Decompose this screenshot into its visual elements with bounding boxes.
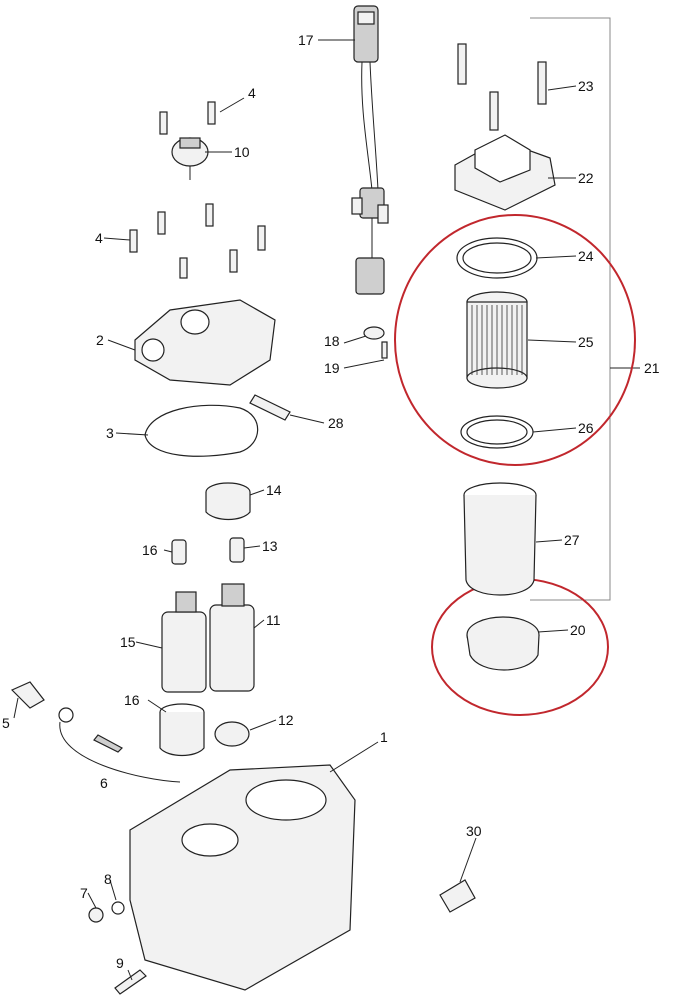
callout-19: 18 <box>324 333 340 349</box>
part-6-washer <box>58 707 74 723</box>
part-9-pin <box>114 969 147 995</box>
callout-5: 5 <box>2 715 10 731</box>
part-24-pins <box>457 43 547 131</box>
callout-24: 23 <box>578 78 594 94</box>
callout-13: 13 <box>262 538 278 554</box>
callout-8: 8 <box>104 871 112 887</box>
part-19-clip <box>363 326 385 340</box>
part-20-screw <box>381 341 388 359</box>
screws-4 <box>129 101 266 279</box>
part-23-housing-top <box>454 134 556 211</box>
part-12-seal <box>214 721 250 747</box>
part-18-harness <box>351 5 389 295</box>
callout-17: 16 <box>142 542 158 558</box>
callout-2: 2 <box>96 332 104 348</box>
part-28-filter-bowl <box>463 482 537 596</box>
callout-10: 10 <box>234 144 250 160</box>
part-21-cap <box>466 616 540 671</box>
callout-26: 25 <box>578 334 594 350</box>
part-30-fitting <box>439 879 476 913</box>
callout-30: 30 <box>466 823 482 839</box>
callout-12: 12 <box>278 712 294 728</box>
part-13-sleeve <box>229 537 245 563</box>
callout-4-left: 4 <box>95 230 103 246</box>
callout-9: 9 <box>116 955 124 971</box>
part-29-sensor <box>249 394 291 421</box>
callout-22: 21 <box>644 360 660 376</box>
part-14-bushing <box>205 482 251 521</box>
part-15-pump <box>161 591 207 693</box>
spring <box>93 734 123 753</box>
callout-25: 24 <box>578 248 594 264</box>
part-10-regulator <box>171 137 209 180</box>
callout-15: 15 <box>120 634 136 650</box>
part-7-plug <box>88 907 104 923</box>
callout-23: 22 <box>578 170 594 186</box>
callout-6: 6 <box>100 775 108 791</box>
callout-labels: 4 10 4 2 3 28 17 18 19 23 22 24 25 21 26… <box>2 32 660 971</box>
callout-14: 14 <box>266 482 282 498</box>
part-17-sleeve <box>171 539 187 565</box>
part-2-cover <box>134 299 276 386</box>
callout-21: 20 <box>570 622 586 638</box>
part-16-cup <box>159 703 205 757</box>
highlight-filter-group <box>394 214 636 466</box>
callout-7: 7 <box>80 885 88 901</box>
part-3-gasket <box>144 404 259 457</box>
callout-27: 26 <box>578 420 594 436</box>
part-11-pump <box>209 583 255 692</box>
part-5-fitting <box>10 681 45 709</box>
leader-lines <box>13 39 577 981</box>
callout-28: 27 <box>564 532 580 548</box>
callout-11: 11 <box>266 612 281 628</box>
part-8-washer <box>111 901 125 915</box>
callout-20: 19 <box>324 360 340 376</box>
callout-16: 16 <box>124 692 140 708</box>
callout-4-top: 4 <box>248 85 256 101</box>
callout-29: 28 <box>328 415 344 431</box>
part-26-filter-element <box>466 291 528 389</box>
callout-1: 1 <box>380 729 388 745</box>
bracket-22 <box>530 17 640 601</box>
part-1-main-body <box>129 764 356 991</box>
callout-18: 17 <box>298 32 314 48</box>
callout-3: 3 <box>106 425 114 441</box>
